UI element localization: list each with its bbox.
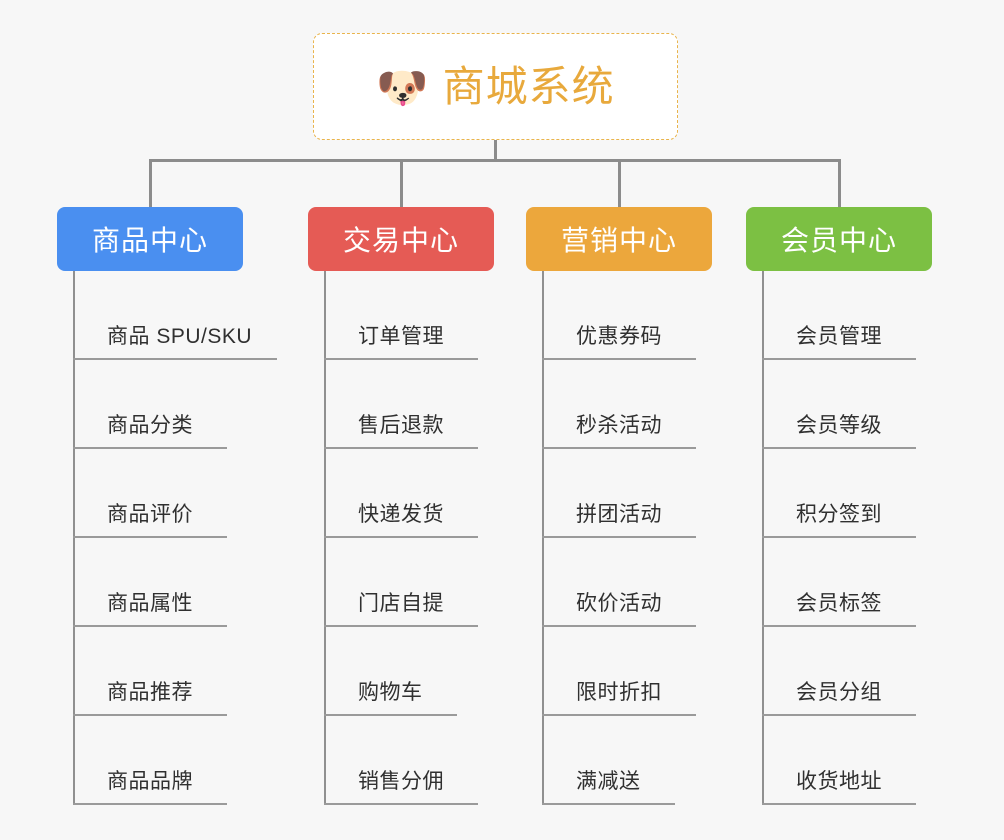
leaf-item-label: 优惠券码 [576, 325, 662, 348]
leaf-item-label: 积分签到 [796, 503, 882, 526]
leaf-item-underline [324, 714, 457, 716]
leaf-item-underline [324, 447, 478, 449]
leaf-item[interactable]: 订单管理 [324, 271, 494, 360]
leaf-item[interactable]: 满减送 [542, 716, 712, 805]
category-header-label: 营销中心 [560, 225, 677, 256]
column-trunk-marketing-center: 优惠券码秒杀活动拼团活动砍价活动限时折扣满减送 [542, 271, 712, 805]
leaf-item-label: 商品分类 [107, 414, 193, 437]
leaf-item-label: 收货地址 [796, 770, 882, 793]
connector-drop-trade-center [400, 159, 403, 207]
column-trunk-product-center: 商品 SPU/SKU 商品分类商品评价商品属性商品推荐商品品牌 [73, 271, 277, 805]
leaf-item[interactable]: 会员管理 [762, 271, 932, 360]
leaf-item-underline [73, 625, 227, 627]
leaf-item[interactable]: 商品 SPU/SKU [73, 271, 277, 360]
leaf-item[interactable]: 砍价活动 [542, 538, 712, 627]
category-header-label: 会员中心 [780, 225, 897, 256]
leaf-item-underline [762, 803, 916, 805]
leaf-item-label: 商品推荐 [107, 681, 193, 704]
column-product-center: 商品中心商品 SPU/SKU 商品分类商品评价商品属性商品推荐商品品牌 [57, 207, 277, 805]
leaf-item[interactable]: 积分签到 [762, 449, 932, 538]
leaf-item-label: 砍价活动 [576, 592, 662, 615]
category-header-member-center[interactable]: 会员中心 [746, 207, 932, 271]
column-trade-center: 交易中心订单管理售后退款快递发货门店自提购物车销售分佣 [308, 207, 494, 805]
leaf-item[interactable]: 会员等级 [762, 360, 932, 449]
leaf-item-label: 购物车 [358, 681, 423, 704]
leaf-item-label: 商品品牌 [107, 770, 193, 793]
column-marketing-center: 营销中心优惠券码秒杀活动拼团活动砍价活动限时折扣满减送 [526, 207, 712, 805]
connector-drop-marketing-center [618, 159, 621, 207]
leaf-item-underline [73, 358, 277, 360]
connector-drop-member-center [838, 159, 841, 207]
leaf-item-label: 商品评价 [107, 503, 193, 526]
category-header-label: 交易中心 [342, 225, 459, 256]
leaf-item-underline [542, 803, 675, 805]
category-header-product-center[interactable]: 商品中心 [57, 207, 243, 271]
leaf-item-underline [762, 447, 916, 449]
leaf-item[interactable]: 商品属性 [73, 538, 243, 627]
leaf-item-label: 会员管理 [796, 325, 882, 348]
column-trunk-trade-center: 订单管理售后退款快递发货门店自提购物车销售分佣 [324, 271, 494, 805]
leaf-item[interactable]: 商品分类 [73, 360, 243, 449]
leaf-item[interactable]: 售后退款 [324, 360, 494, 449]
leaf-item[interactable]: 商品评价 [73, 449, 243, 538]
leaf-item-underline [542, 358, 696, 360]
category-header-trade-center[interactable]: 交易中心 [308, 207, 494, 271]
leaf-item-underline [542, 714, 696, 716]
category-header-marketing-center[interactable]: 营销中心 [526, 207, 712, 271]
leaf-item-underline [73, 447, 227, 449]
leaf-item-underline [542, 625, 696, 627]
leaf-item-underline [542, 447, 696, 449]
connector-horizontal-bus [150, 159, 838, 162]
leaf-item-underline [762, 625, 916, 627]
shiba-dog-face-icon: 🐶 [376, 63, 429, 111]
leaf-item-label: 满减送 [576, 770, 641, 793]
leaf-item-label: 商品 SPU/SKU [107, 325, 253, 348]
leaf-item-underline [73, 803, 227, 805]
leaf-item[interactable]: 会员分组 [762, 627, 932, 716]
leaf-item[interactable]: 优惠券码 [542, 271, 712, 360]
leaf-item[interactable]: 拼团活动 [542, 449, 712, 538]
leaf-item-underline [324, 625, 478, 627]
leaf-item-label: 售后退款 [358, 414, 444, 437]
leaf-item-label: 门店自提 [358, 592, 444, 615]
leaf-item-label: 秒杀活动 [576, 414, 662, 437]
leaf-item-underline [762, 536, 916, 538]
leaf-item-underline [73, 714, 227, 716]
leaf-item[interactable]: 秒杀活动 [542, 360, 712, 449]
root-node[interactable]: 🐶 商城系统 [313, 33, 678, 140]
leaf-item[interactable]: 购物车 [324, 627, 494, 716]
category-header-label: 商品中心 [91, 225, 208, 256]
leaf-item[interactable]: 商品推荐 [73, 627, 243, 716]
leaf-item[interactable]: 快递发货 [324, 449, 494, 538]
leaf-item-label: 会员标签 [796, 592, 882, 615]
leaf-item-label: 快递发货 [358, 503, 444, 526]
leaf-item-underline [324, 358, 478, 360]
leaf-item[interactable]: 商品品牌 [73, 716, 243, 805]
leaf-item[interactable]: 会员标签 [762, 538, 932, 627]
leaf-item-label: 拼团活动 [576, 503, 662, 526]
leaf-item-underline [324, 803, 478, 805]
leaf-item[interactable]: 收货地址 [762, 716, 932, 805]
leaf-item-label: 订单管理 [358, 325, 444, 348]
column-trunk-member-center: 会员管理会员等级积分签到会员标签会员分组收货地址 [762, 271, 932, 805]
leaf-item[interactable]: 销售分佣 [324, 716, 494, 805]
leaf-item[interactable]: 限时折扣 [542, 627, 712, 716]
connector-root-stub [494, 140, 497, 161]
leaf-item-underline [762, 714, 916, 716]
leaf-item-underline [542, 536, 696, 538]
leaf-item[interactable]: 门店自提 [324, 538, 494, 627]
leaf-item-underline [324, 536, 478, 538]
leaf-item-label: 限时折扣 [576, 681, 662, 704]
leaf-item-label: 会员等级 [796, 414, 882, 437]
leaf-item-label: 销售分佣 [358, 770, 444, 793]
connector-drop-product-center [149, 159, 152, 207]
root-title: 商城系统 [442, 62, 615, 110]
leaf-item-underline [73, 536, 227, 538]
leaf-item-label: 会员分组 [796, 681, 882, 704]
leaf-item-label: 商品属性 [107, 592, 193, 615]
column-member-center: 会员中心会员管理会员等级积分签到会员标签会员分组收货地址 [746, 207, 932, 805]
leaf-item-underline [762, 358, 916, 360]
